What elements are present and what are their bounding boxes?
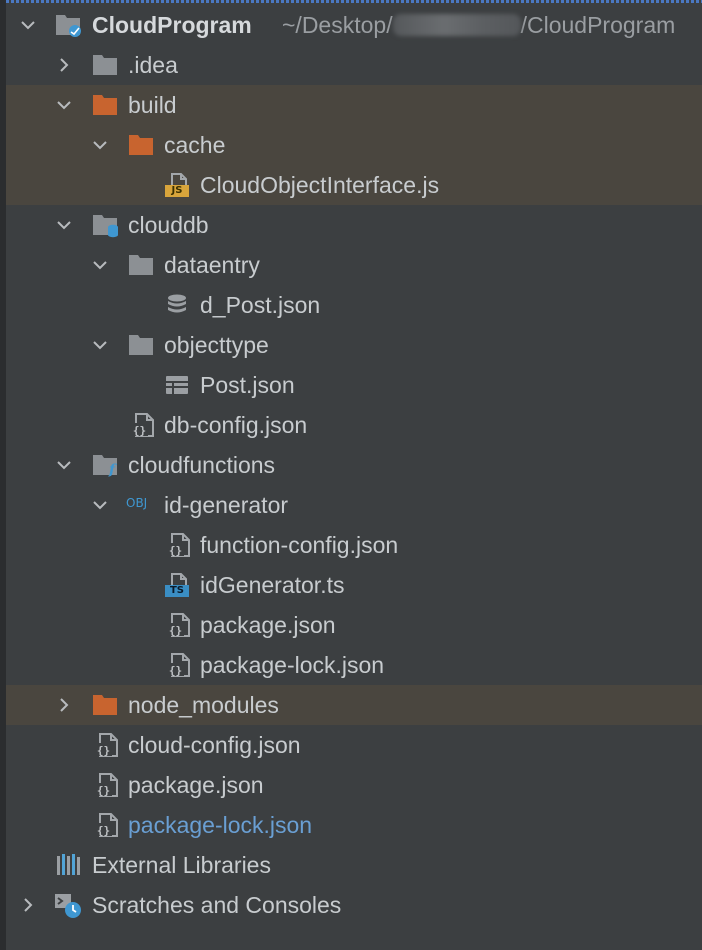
tree-row-clouddb[interactable]: clouddb	[6, 205, 702, 245]
tree-item-label: Scratches and Consoles	[92, 892, 342, 918]
js-file-icon: JS	[164, 173, 190, 197]
cloud-object-icon: OBJ	[126, 496, 148, 510]
ts-file-icon: TS	[164, 573, 190, 597]
tree-item-label: cloud-config.json	[128, 732, 301, 758]
chevron-right-icon[interactable]	[20, 897, 36, 913]
database-folder-icon	[92, 213, 118, 238]
tree-row-scratches[interactable]: Scratches and Consoles	[6, 885, 702, 925]
excluded-folder-icon	[92, 93, 118, 117]
tree-item-label: package.json	[128, 772, 264, 798]
tree-item-label: .idea	[128, 52, 178, 78]
tree-row-id-generator-ts[interactable]: TS idGenerator.ts	[6, 565, 702, 605]
folder-icon	[128, 333, 154, 357]
chevron-down-icon[interactable]	[56, 457, 72, 473]
tree-row-root[interactable]: CloudProgram ~/Desktop/ /CloudProgram	[6, 5, 702, 45]
json-file-icon	[94, 773, 120, 797]
function-badge: f	[109, 462, 116, 478]
project-folder-icon	[55, 13, 81, 37]
json-file-icon	[166, 613, 192, 637]
chevron-down-icon[interactable]	[92, 337, 108, 353]
chevron-down-icon[interactable]	[92, 257, 108, 273]
chevron-right-icon[interactable]	[56, 697, 72, 713]
chevron-down-icon[interactable]	[92, 497, 108, 513]
tree-item-label: node_modules	[128, 692, 279, 718]
tree-item-label: package-lock.json	[128, 812, 313, 838]
chevron-down-icon[interactable]	[20, 17, 36, 33]
tree-item-label: package-lock.json	[200, 652, 385, 678]
chevron-down-icon[interactable]	[56, 217, 72, 233]
tree-row-dataentry[interactable]: dataentry	[6, 245, 702, 285]
tree-item-label: d_Post.json	[200, 292, 321, 318]
libraries-icon	[56, 853, 82, 877]
tree-item-label: cloudfunctions	[128, 452, 276, 478]
tree-row-id-generator[interactable]: OBJ id-generator	[6, 485, 702, 525]
tree-item-label: build	[128, 92, 177, 118]
tree-item-label: CloudObjectInterface.js	[200, 172, 440, 198]
scratches-icon	[54, 893, 81, 918]
folder-icon	[128, 253, 154, 277]
gutter	[0, 0, 6, 950]
chevron-down-icon[interactable]	[56, 97, 72, 113]
database-icon	[164, 293, 190, 317]
focus-indicator	[6, 0, 702, 3]
tree-item-label: External Libraries	[92, 852, 271, 878]
ts-badge: TS	[165, 585, 189, 597]
project-path-prefix: ~/Desktop/	[282, 12, 393, 38]
tree-item-label: clouddb	[128, 212, 209, 238]
tree-item-label: objecttype	[164, 332, 269, 358]
tree-row-package-lock[interactable]: package-lock.json	[6, 805, 702, 845]
tree-row-cloud-config[interactable]: cloud-config.json	[6, 725, 702, 765]
tree-item-label: package.json	[200, 612, 336, 638]
tree-item-label: dataentry	[164, 252, 260, 278]
folder-icon	[92, 53, 118, 77]
chevron-down-icon[interactable]	[92, 137, 108, 153]
redacted-path-segment	[392, 14, 521, 36]
tree-row-d-post[interactable]: d_Post.json	[6, 285, 702, 325]
tree-row-function-config[interactable]: function-config.json	[6, 525, 702, 565]
json-file-icon	[94, 733, 120, 757]
project-path: ~/Desktop/ /CloudProgram	[282, 10, 675, 40]
tree-row-objecttype[interactable]: objecttype	[6, 325, 702, 365]
tree-row-node-modules[interactable]: node_modules	[6, 685, 702, 725]
tree-row-post[interactable]: Post.json	[6, 365, 702, 405]
tree-row-idea[interactable]: .idea	[6, 45, 702, 85]
tree-item-label: idGenerator.ts	[200, 572, 345, 598]
tree-row-build[interactable]: build	[6, 85, 702, 125]
tree-row-cloudfunctions[interactable]: f cloudfunctions	[6, 445, 702, 485]
excluded-folder-icon	[92, 693, 118, 717]
table-icon	[164, 373, 190, 397]
tree-item-label: function-config.json	[200, 532, 399, 558]
json-file-icon	[94, 813, 120, 837]
tree-row-db-config[interactable]: db-config.json	[6, 405, 702, 445]
tree-item-label: id-generator	[164, 492, 289, 518]
tree-item-label: cache	[164, 132, 226, 158]
project-name: CloudProgram	[92, 12, 252, 38]
json-file-icon	[166, 533, 192, 557]
tree-row-package-json-inner[interactable]: package.json	[6, 605, 702, 645]
functions-folder-icon: f	[92, 453, 118, 478]
tree-item-label: db-config.json	[164, 412, 308, 438]
chevron-right-icon[interactable]	[56, 57, 72, 73]
tree-row-package-json[interactable]: package.json	[6, 765, 702, 805]
json-file-icon	[166, 653, 192, 677]
js-badge: JS	[165, 185, 189, 197]
tree-row-cache[interactable]: cache	[6, 125, 702, 165]
tree-item-label: Post.json	[200, 372, 295, 398]
excluded-folder-icon	[128, 133, 154, 157]
tree-row-package-lock-inner[interactable]: package-lock.json	[6, 645, 702, 685]
tree-row-cloud-object-interface[interactable]: JS CloudObjectInterface.js	[6, 165, 702, 205]
json-file-icon	[130, 413, 156, 437]
tree-row-external-libraries[interactable]: External Libraries	[6, 845, 702, 885]
project-path-suffix: /CloudProgram	[520, 12, 676, 38]
